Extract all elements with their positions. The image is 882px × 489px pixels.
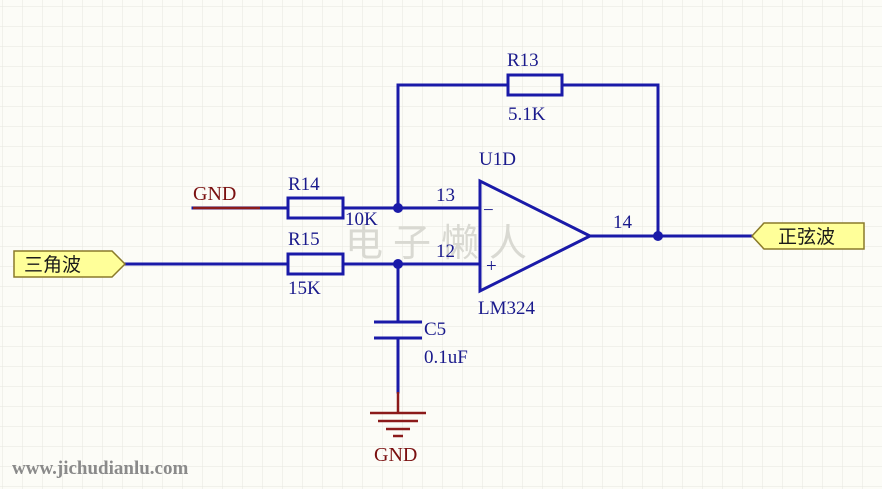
gnd-bottom-label: GND: [374, 444, 417, 466]
c5-value: 0.1uF: [424, 347, 468, 368]
pin-13-label: 13: [436, 185, 455, 206]
r15-ref: R15: [288, 229, 320, 250]
output-port[interactable]: 正弦波: [750, 222, 865, 250]
junction-inv: [393, 203, 403, 213]
r14-value: 10K: [345, 209, 378, 230]
watermark-text: 电子懒人: [345, 221, 537, 265]
pin-14-label: 14: [613, 212, 633, 233]
r13-value: 5.1K: [508, 104, 546, 125]
wires: [123, 83, 754, 394]
resistor-r15[interactable]: [286, 252, 345, 276]
resistor-r13[interactable]: [506, 73, 564, 97]
u1d-part: LM324: [478, 298, 536, 319]
junction-output: [653, 231, 663, 241]
pin-12-label: 12: [436, 241, 455, 262]
wire-feedback-right: [560, 83, 660, 238]
opamp-noninv-sign: +: [486, 256, 497, 277]
ground-symbol: [370, 411, 426, 438]
output-port-label: 正弦波: [778, 226, 835, 248]
wire-feedback-left: [396, 83, 510, 210]
output-port-shape: [750, 222, 865, 250]
opamp-u1d[interactable]: [478, 178, 594, 294]
watermark-url: www.jichudianlu.com: [12, 458, 188, 479]
input-port-label: 三角波: [24, 254, 81, 276]
input-port[interactable]: 三角波: [13, 250, 127, 278]
opamp-inv-sign: −: [483, 200, 494, 221]
c5-ref: C5: [424, 319, 446, 340]
input-port-shape: [13, 250, 127, 278]
resistor-r14[interactable]: [286, 196, 345, 220]
r13-ref: R13: [507, 50, 539, 71]
u1d-ref: U1D: [479, 149, 516, 170]
r15-value: 15K: [288, 278, 321, 299]
capacitor-c5[interactable]: [374, 320, 422, 340]
gnd-top-label: GND: [193, 183, 236, 205]
junction-noninv: [393, 259, 403, 269]
r14-ref: R14: [288, 174, 320, 195]
